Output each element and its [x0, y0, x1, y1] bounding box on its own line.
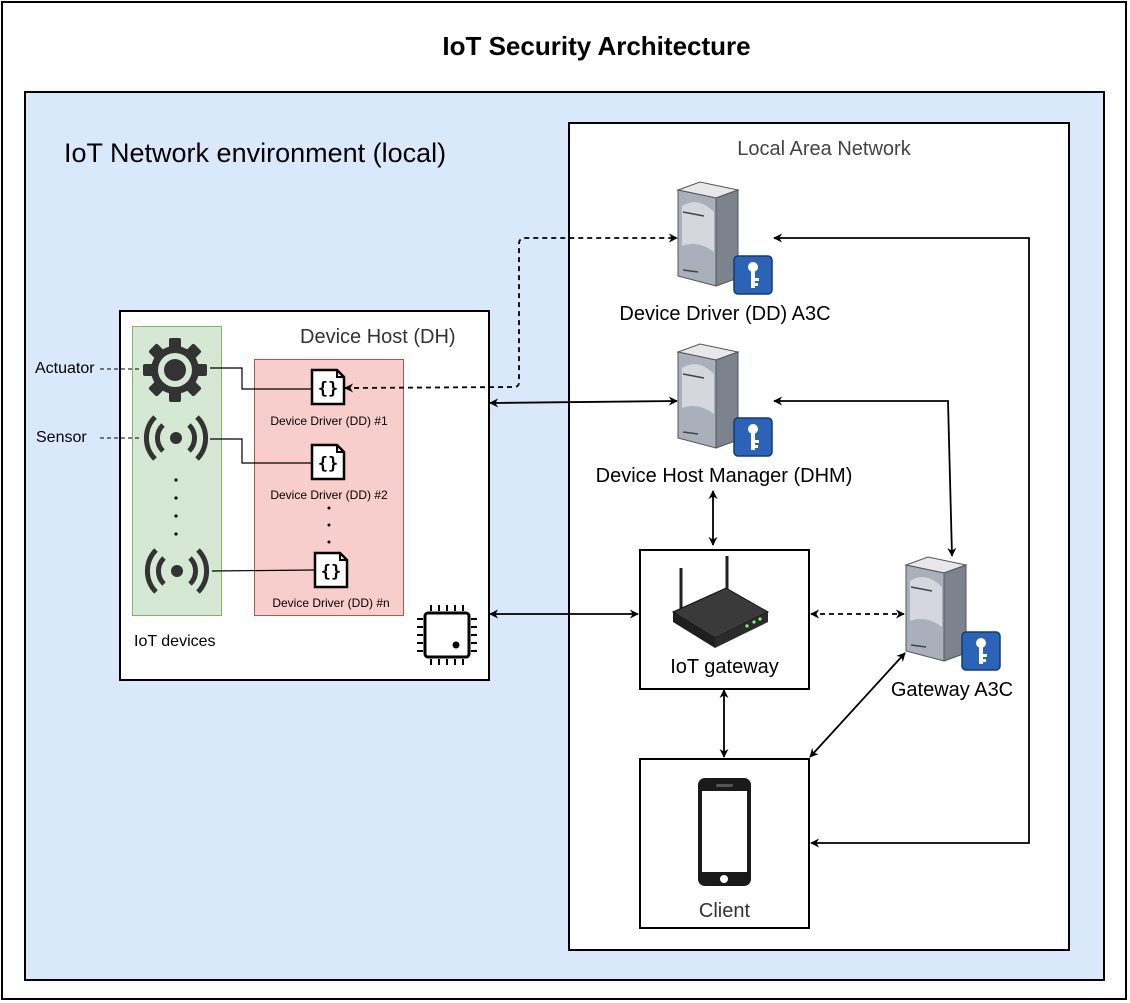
key-icon: [961, 631, 1001, 671]
gateway-a3c-label: Gateway A3C: [890, 679, 1014, 701]
antenna-icon: [147, 550, 206, 592]
driver-ellipsis: [327, 506, 331, 544]
chip-icon: [417, 605, 477, 665]
antenna-icon: [146, 417, 205, 459]
environment-label: IoT Network environment (local): [64, 138, 447, 168]
actuator-label: Actuator: [35, 360, 95, 377]
client-label: Client: [698, 900, 751, 922]
iot-gateway-label: IoT gateway: [670, 656, 779, 678]
code-file-icon: [310, 443, 346, 481]
gear-icon: [143, 338, 207, 402]
key-icon: [733, 417, 773, 457]
diagram-title: IoT Security Architecture: [442, 31, 751, 61]
server-icon: [677, 181, 739, 287]
driver-n-label: Device Driver (DD) #n: [272, 596, 390, 610]
driver-1-label: Device Driver (DD) #1: [270, 414, 388, 428]
server-icon: [905, 556, 967, 662]
code-file-icon: [310, 368, 346, 406]
iot-devices-label: IoT devices: [134, 633, 216, 650]
device-ellipsis: [174, 478, 178, 536]
code-file-icon: [313, 551, 349, 589]
server-icon: [677, 343, 739, 449]
sensor-label: Sensor: [36, 429, 87, 446]
lan-label: Local Area Network: [737, 138, 911, 160]
key-icon: [733, 255, 773, 295]
router-icon: [671, 556, 770, 648]
phone-icon: [698, 778, 751, 886]
driver-2-label: Device Driver (DD) #2: [270, 488, 388, 502]
